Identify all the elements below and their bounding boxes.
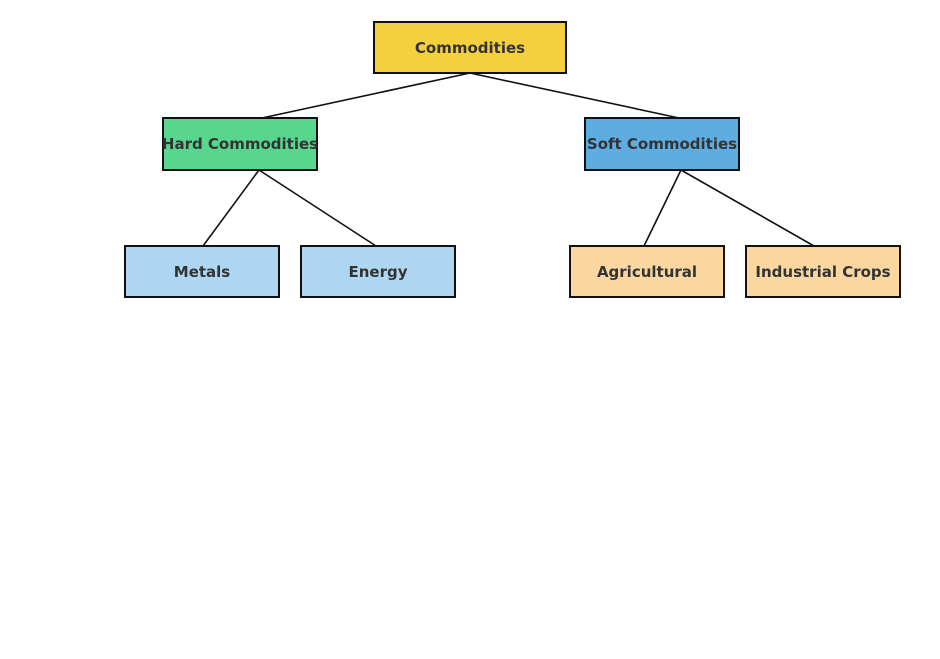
node-industrial-crops: Industrial Crops bbox=[745, 245, 901, 298]
node-agricultural: Agricultural bbox=[569, 245, 725, 298]
node-agricultural-label: Agricultural bbox=[596, 262, 698, 281]
node-commodities-label: Commodities bbox=[414, 38, 526, 57]
node-hard-commodities-label: Hard Commodities bbox=[161, 135, 319, 153]
edge-soft-agricultural bbox=[643, 169, 682, 247]
node-industrial-crops-label: Industrial Crops bbox=[755, 262, 891, 281]
node-metals-label: Metals bbox=[173, 262, 231, 281]
edge-hard-energy bbox=[258, 169, 377, 247]
node-commodities: Commodities bbox=[373, 21, 567, 74]
edge-hard-metals bbox=[202, 169, 260, 247]
edge-root-hard bbox=[261, 72, 471, 119]
edge-root-soft bbox=[469, 72, 680, 119]
node-soft-commodities-label: Soft Commodities bbox=[586, 135, 738, 153]
node-soft-commodities: Soft Commodities bbox=[584, 117, 740, 171]
node-hard-commodities: Hard Commodities bbox=[162, 117, 318, 171]
edge-soft-industrial-crops bbox=[680, 169, 815, 247]
node-energy: Energy bbox=[300, 245, 456, 298]
node-metals: Metals bbox=[124, 245, 280, 298]
node-energy-label: Energy bbox=[348, 262, 408, 281]
